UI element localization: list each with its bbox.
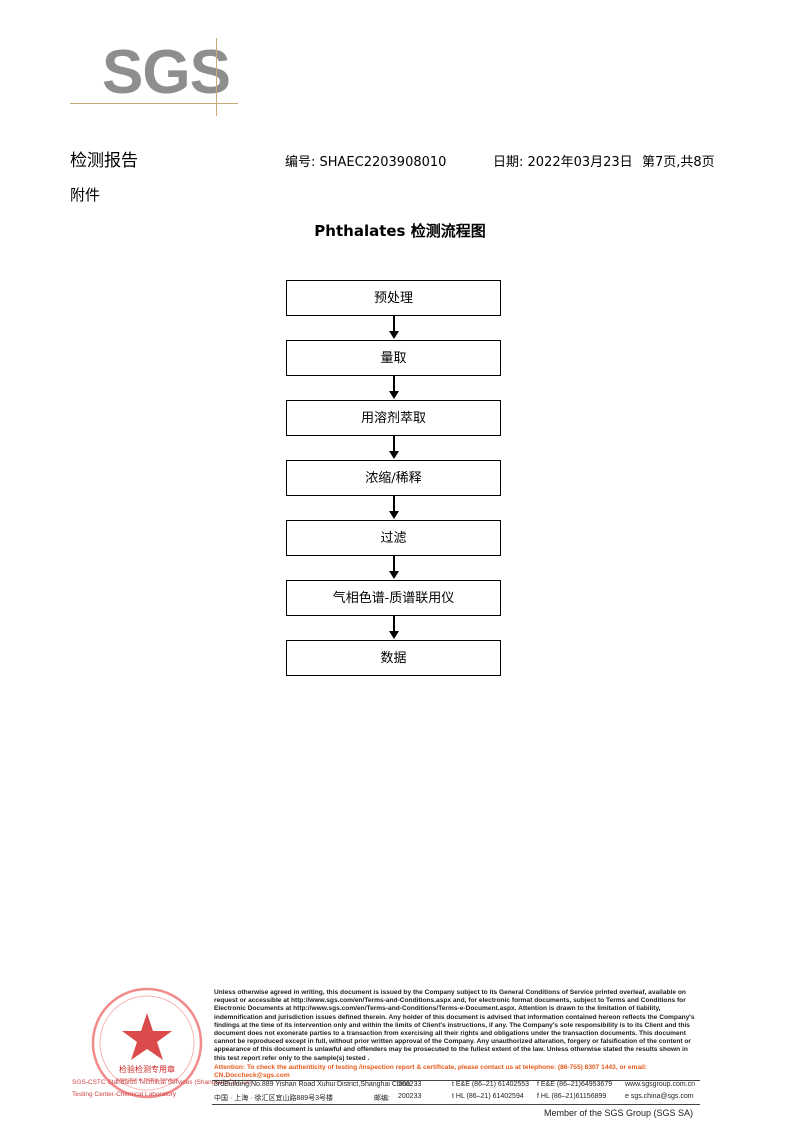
postcode-en: 200233 xyxy=(398,1081,422,1088)
logo-divider xyxy=(216,38,217,116)
sgs-logo: SGS xyxy=(102,38,231,107)
flow-step-filtration: 过滤 xyxy=(286,520,501,556)
lab-name-left: Testing Center-Chemical Laboratory xyxy=(72,1091,177,1098)
flow-arrow xyxy=(393,496,395,512)
address-en: 3rdBuilding,No.889 Yishan Road Xuhui Dis… xyxy=(214,1081,411,1088)
member-statement: Member of the SGS Group (SGS SA) xyxy=(544,1108,694,1118)
attention-text: Attention: To check the authenticity of … xyxy=(214,1064,647,1080)
arrow-head-icon xyxy=(389,571,399,579)
flow-arrow xyxy=(393,316,395,332)
tel-ee: t E&E (86–21) 61402553 xyxy=(452,1081,530,1088)
postcode-cn: 200233 xyxy=(398,1093,422,1100)
flowchart-title: Phthalates 检测流程图 xyxy=(314,222,486,240)
report-number: 编号: SHAEC2203908010 xyxy=(285,155,447,170)
footer-rule-bottom xyxy=(212,1104,700,1105)
flow-step-concentration: 浓缩/稀释 xyxy=(286,460,501,496)
flow-arrow xyxy=(393,556,395,572)
report-date: 日期: 2022年03月23日 xyxy=(493,155,633,170)
postcode-label: 邮编: xyxy=(374,1095,390,1102)
flow-arrow xyxy=(393,436,395,452)
flow-step-extraction: 用溶剂萃取 xyxy=(286,400,501,436)
disclaimer-text: Unless otherwise agreed in writing, this… xyxy=(214,989,695,1062)
flow-step-data: 数据 xyxy=(286,640,501,676)
arrow-head-icon xyxy=(389,331,399,339)
arrow-head-icon xyxy=(389,631,399,639)
fax-hl: f HL (86–21)61156899 xyxy=(537,1093,607,1100)
flow-step-measure: 量取 xyxy=(286,340,501,376)
fax-ee: f E&E (86–21)64953679 xyxy=(537,1081,613,1088)
flow-arrow xyxy=(393,616,395,632)
company-name-left: SGS-CSTC Standards Technical Services (S… xyxy=(72,1079,253,1086)
flow-step-gcms: 气相色谱-质谱联用仪 xyxy=(286,580,501,616)
flow-arrow xyxy=(393,376,395,392)
footer-rule xyxy=(212,1080,700,1081)
website-link[interactable]: www.sgsgroup.com.cn xyxy=(625,1081,696,1088)
address-cn: 中国 · 上海 · 徐汇区宜山路889号3号楼 xyxy=(214,1095,334,1102)
arrow-head-icon xyxy=(389,511,399,519)
flow-step-pretreatment: 预处理 xyxy=(286,280,501,316)
seal-text: 检验检测专用章 xyxy=(119,1064,175,1074)
seal-subtext: Inspection & Testing Services xyxy=(116,1077,179,1083)
page-info: 第7页,共8页 xyxy=(642,155,715,170)
arrow-head-icon xyxy=(389,451,399,459)
email-link[interactable]: e sgs.china@sgs.com xyxy=(625,1093,694,1100)
official-seal-icon: 检验检测专用章 Inspection & Testing Services xyxy=(91,987,203,1099)
logo-underline xyxy=(70,103,238,104)
tel-hl: t HL (86–21) 61402594 xyxy=(452,1093,524,1100)
report-title: 检测报告 xyxy=(70,151,138,171)
attachment-label: 附件 xyxy=(70,186,101,204)
arrow-head-icon xyxy=(389,391,399,399)
